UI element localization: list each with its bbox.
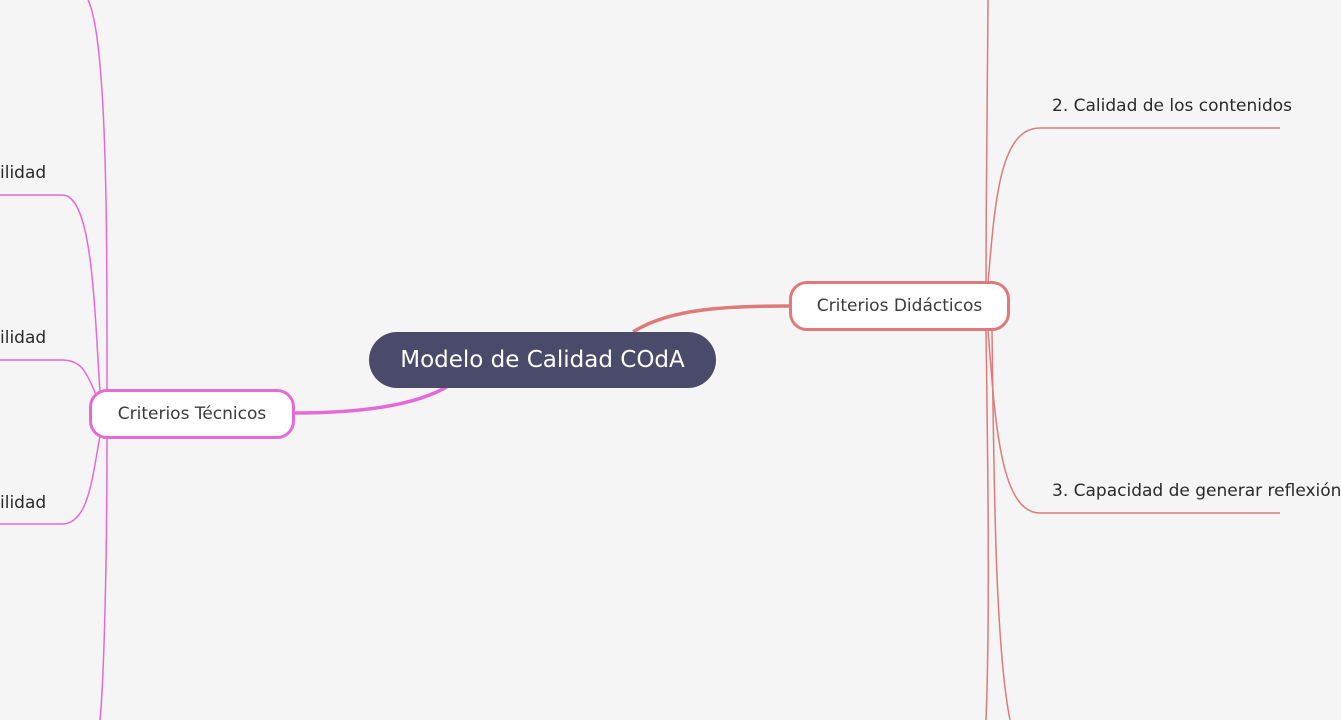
link-left-bottom — [99, 437, 108, 720]
link-left-top — [87, 0, 108, 394]
link-right-top — [985, 0, 989, 284]
branch-criterios-tecnicos[interactable]: Criterios Técnicos — [89, 389, 295, 439]
link-central-left — [294, 383, 451, 415]
link-right-child-1 — [987, 127, 1280, 284]
left-subtopic-3[interactable]: ilidad — [0, 493, 47, 513]
link-left-child-2 — [0, 359, 97, 396]
right-subtopic-capacidad-reflexion[interactable]: 3. Capacidad de generar reflexión — [1052, 481, 1341, 501]
left-subtopic-2[interactable]: ilidad — [0, 328, 47, 348]
connector-lines — [0, 0, 1280, 720]
branch-right-label: Criterios Didácticos — [816, 296, 983, 316]
link-right-bottom — [985, 329, 990, 720]
branch-left-label: Criterios Técnicos — [117, 404, 267, 424]
left-subtopic-1[interactable]: ilidad — [0, 163, 47, 183]
right-subtopic-calidad-contenidos[interactable]: 2. Calidad de los contenidos — [1052, 96, 1292, 116]
link-left-child-3 — [0, 435, 101, 525]
branch-criterios-didacticos[interactable]: Criterios Didácticos — [789, 281, 1010, 331]
central-topic-label: Modelo de Calidad COdA — [400, 347, 685, 373]
link-left-child-1 — [0, 194, 101, 393]
link-central-right — [632, 304, 790, 334]
link-right-child-2 — [987, 329, 1280, 514]
link-right-bottom-2 — [991, 329, 1011, 720]
central-topic[interactable]: Modelo de Calidad COdA — [369, 332, 716, 388]
